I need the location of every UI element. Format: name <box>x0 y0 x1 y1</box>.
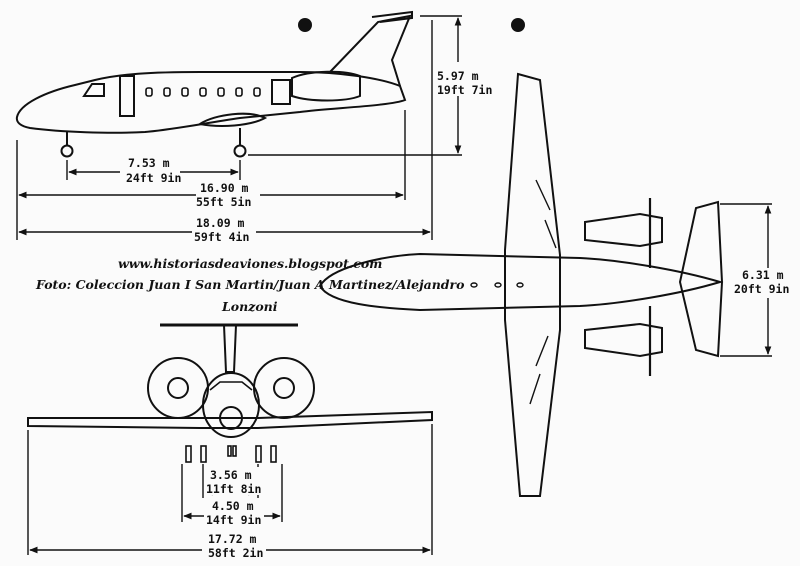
side-door <box>119 75 135 117</box>
watermark-url: www.historiasdeaviones.blogspot.com <box>118 256 382 271</box>
inner-track-imperial: 11ft 8in <box>206 482 261 496</box>
front-fuselage <box>202 372 260 438</box>
overall-length-metric: 18.09 m <box>196 216 245 230</box>
punch-hole-left <box>298 18 312 32</box>
tailplane-span-metric: 6.31 m <box>742 268 784 282</box>
side-nose-gear <box>60 144 74 158</box>
watermark-credit-line2: Lonzoni <box>221 299 278 314</box>
top-fuselage <box>318 252 724 312</box>
fuselage-length-imperial: 55ft 5in <box>196 195 251 209</box>
side-tailplane <box>371 10 413 23</box>
front-wing <box>27 410 433 429</box>
side-engine-nacelle <box>291 70 361 102</box>
top-wing-flaps <box>529 179 557 405</box>
side-view <box>15 10 413 158</box>
front-view <box>27 323 433 463</box>
top-cabin-windows <box>470 282 524 288</box>
side-vertical-tail <box>329 14 412 87</box>
front-fin <box>223 324 237 373</box>
punch-hole-right <box>511 18 525 32</box>
wheelbase-metric: 7.53 m <box>128 156 170 170</box>
front-landing-gear <box>185 445 277 463</box>
wingspan-metric: 17.72 m <box>208 532 257 546</box>
tailplane-span-imperial: 20ft 9in <box>734 282 789 296</box>
inner-track-metric: 3.56 m <box>210 468 252 482</box>
top-engine-lower <box>584 322 663 358</box>
wheel-track-imperial: 14ft 9in <box>206 513 261 527</box>
top-engine-upper <box>584 212 663 248</box>
side-cockpit-window <box>82 83 105 97</box>
fuselage-length-metric: 16.90 m <box>200 181 249 195</box>
wheelbase-imperial: 24ft 9in <box>126 171 181 185</box>
side-main-gear <box>233 144 247 158</box>
top-tailplane <box>678 200 724 358</box>
top-view <box>318 72 724 497</box>
side-fuselage <box>15 71 407 134</box>
front-propeller-left <box>147 357 209 419</box>
top-wing <box>504 72 561 497</box>
overall-length-imperial: 59ft 4in <box>194 230 249 244</box>
watermark-credit: Foto: Coleccion Juan I San Martin/Juan A… <box>35 277 464 292</box>
side-wing <box>197 112 268 127</box>
height-imperial: 19ft 7in <box>437 83 492 97</box>
wingspan-imperial: 58ft 2in <box>208 546 263 560</box>
height-metric: 5.97 m <box>437 69 479 83</box>
front-nose-radome <box>219 406 243 430</box>
front-propeller-right <box>253 357 315 419</box>
side-cabin-windows <box>145 87 261 97</box>
wheel-track-metric: 4.50 m <box>212 499 254 513</box>
